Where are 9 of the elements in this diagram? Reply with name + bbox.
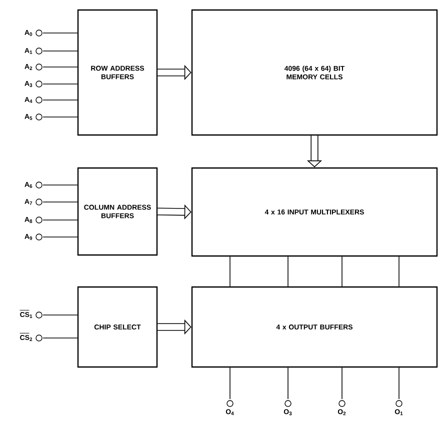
pin-line (42, 236, 78, 238)
pin-line (42, 314, 78, 316)
pin-line (42, 66, 78, 68)
pin-line (42, 50, 78, 52)
pin-line (42, 32, 78, 34)
pin-line (42, 116, 78, 118)
connector-line (398, 256, 400, 287)
pin-line (42, 184, 78, 186)
pin-line (398, 367, 400, 400)
